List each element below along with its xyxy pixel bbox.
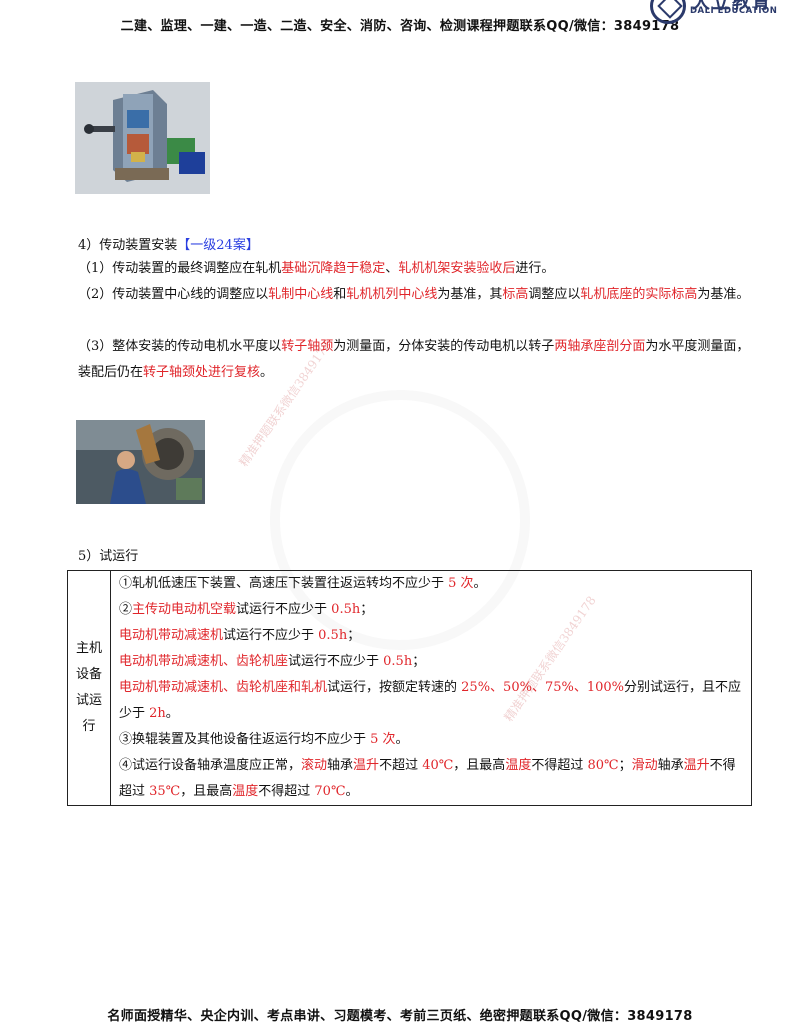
highlight-run: 两轴承座剖分面 [554, 339, 646, 354]
row-content-cell: ①轧机低速压下装置、高速压下装置往返运转均不应少于 5 次。 ②主传动电动机空载… [110, 570, 752, 806]
highlight-run: 轧制中心线 [268, 287, 334, 302]
section4-paragraph-1: （1）传动装置的最终调整应在轧机基础沉降趋于稳定、轧机机架安装验收后进行。 [78, 256, 758, 282]
highlight-run: 温升 [683, 758, 710, 773]
mill-cutaway-image [75, 82, 210, 194]
highlight-run: 5 次 [448, 576, 474, 591]
text-run: 试运行不应少于 [288, 654, 384, 669]
requirement-line-4: 电动机带动减速机、齿轮机座试运行不应少于 0.5h； [119, 649, 745, 675]
text-run: 不得超过 [531, 758, 588, 773]
highlight-run: 25%、50%、75%、100% [461, 680, 625, 695]
section4-title: 4）传动装置安装 [78, 238, 178, 253]
highlight-run: 40℃ [422, 758, 454, 773]
text-run: 分别试运行，且不应少于 [119, 680, 742, 721]
text-run: 为水平度测量面，装配后仍在 [78, 339, 750, 380]
highlight-run: 0.5h [383, 654, 413, 669]
section4-paragraph-3: （3）整体安装的传动电机水平度以转子轴颈为测量面，分体安装的传动电机以转子两轴承… [78, 334, 758, 386]
highlight-run: 温度 [505, 758, 532, 773]
highlight-run: 5 次 [370, 732, 396, 747]
highlight-run: 转子轴颈 [281, 339, 334, 354]
text-run: ； [618, 758, 632, 773]
highlight-run: 滑动 [631, 758, 658, 773]
text-run: 进行。 [515, 261, 555, 276]
text-run: ，且最高 [180, 784, 233, 799]
text-run: 轴承 [327, 758, 354, 773]
highlight-run: 电动机带动减速机、齿轮机座和轧机 [119, 680, 328, 695]
text-run: 不得超过 [119, 758, 736, 799]
dali-logo-icon [650, 0, 686, 24]
requirement-line-3: 电动机带动减速机试运行不应少于 0.5h； [119, 623, 745, 649]
text-run: ①轧机低速压下装置、高速压下装置往返运转均不应少于 [119, 576, 449, 591]
brand-logo: 大立教育 DALI EDUCATION [650, 0, 800, 24]
highlight-run: 80℃ [587, 758, 619, 773]
section4-paragraph-2: （2）传动装置中心线的调整应以轧制中心线和轧机机列中心线为基准，其标高调整应以轧… [78, 282, 758, 308]
text-run: 试运行不应少于 [223, 628, 319, 643]
section4-heading: 4）传动装置安装【一级24案】 [78, 234, 259, 253]
highlight-run: 轧机底座的实际标高 [580, 287, 698, 302]
highlight-run: 轧机机架安装验收后 [398, 261, 516, 276]
highlight-run: 轧机机列中心线 [346, 287, 438, 302]
trial-run-table: 主机设备试运行 ①轧机低速压下装置、高速压下装置往返运转均不应少于 5 次。 ②… [67, 570, 752, 806]
text-run: 调整应以 [528, 287, 581, 302]
text-run: ； [412, 654, 426, 669]
requirement-line-6: ③换辊装置及其他设备往返运行均不应少于 5 次。 [119, 727, 745, 753]
section5-title: 5）试运行 [78, 549, 139, 564]
text-run: 。 [395, 732, 409, 747]
text-run: 。 [473, 576, 487, 591]
footer-text: 名师面授精华、央企内训、考点串讲、习题模考、考前三页纸、绝密押题联系QQ/微信：… [107, 1009, 693, 1024]
requirement-line-2: ②主传动电动机空载试运行不应少于 0.5h； [119, 597, 745, 623]
text-run: （2）传动装置中心线的调整应以 [78, 287, 269, 302]
requirement-line-1: ①轧机低速压下装置、高速压下装置往返运转均不应少于 5 次。 [119, 571, 745, 597]
text-run: ，且最高 [453, 758, 506, 773]
text-run: 试运行不应少于 [236, 602, 332, 617]
highlight-run: 电动机带动减速机 [119, 628, 224, 643]
highlight-run: 基础沉降趋于稳定 [281, 261, 386, 276]
highlight-run: 标高 [502, 287, 529, 302]
page-header: 二建、监理、一建、一造、二造、安全、消防、咨询、检测课程押题联系QQ/微信：38… [0, 15, 800, 34]
worker-installation-photo [76, 420, 205, 504]
text-run: ； [347, 628, 361, 643]
table-row: 主机设备试运行 ①轧机低速压下装置、高速压下装置往返运转均不应少于 5 次。 ②… [67, 570, 752, 806]
page-footer: 名师面授精华、央企内训、考点串讲、习题模考、考前三页纸、绝密押题联系QQ/微信：… [0, 1005, 800, 1024]
text-run: 、 [385, 261, 399, 276]
text-run: ③换辊装置及其他设备往返运行均不应少于 [119, 732, 371, 747]
logo-cn-text: 大立教育 [692, 0, 772, 13]
header-text: 二建、监理、一建、一造、二造、安全、消防、咨询、检测课程押题联系QQ/微信：38… [120, 19, 680, 34]
text-run: ② [119, 602, 133, 617]
highlight-run: 70℃ [314, 784, 346, 799]
highlight-run: 转子轴颈处进行复核 [143, 365, 261, 380]
text-run: 为基准，其 [437, 287, 503, 302]
text-run: （1）传动装置的最终调整应在轧机 [78, 261, 282, 276]
text-run: 轴承 [657, 758, 684, 773]
text-run: 和 [333, 287, 347, 302]
text-run: ④试运行设备轴承温度应正常， [119, 758, 302, 773]
highlight-run: 电动机带动减速机、齿轮机座 [119, 654, 289, 669]
text-run: 不得超过 [258, 784, 315, 799]
text-run: 。 [345, 784, 359, 799]
row-label: 主机设备试运行 [75, 641, 102, 734]
section5-heading: 5）试运行 [78, 545, 138, 564]
exam-tag: 【一级24案】 [177, 238, 259, 253]
highlight-run: 温升 [353, 758, 380, 773]
text-run: 试运行，按额定转速的 [327, 680, 462, 695]
text-run: （3）整体安装的传动电机水平度以 [78, 339, 282, 354]
requirement-line-7: ④试运行设备轴承温度应正常，滚动轴承温升不超过 40℃，且最高温度不得超过 80… [119, 753, 745, 805]
text-run: 不超过 [379, 758, 423, 773]
highlight-run: 2h [149, 706, 166, 721]
text-run: 为测量面，分体安装的传动电机以转子 [333, 339, 555, 354]
text-run: 。 [165, 706, 179, 721]
highlight-run: 温度 [232, 784, 259, 799]
highlight-run: 35℃ [149, 784, 181, 799]
logo-en-text: DALI EDUCATION [690, 6, 778, 16]
text-run: 。 [260, 365, 274, 380]
highlight-run: 滚动 [301, 758, 328, 773]
row-label-cell: 主机设备试运行 [67, 570, 111, 806]
highlight-run: 0.5h [331, 602, 361, 617]
requirement-line-5: 电动机带动减速机、齿轮机座和轧机试运行，按额定转速的 25%、50%、75%、1… [119, 675, 745, 727]
highlight-run: 0.5h [318, 628, 348, 643]
text-run: ； [360, 602, 374, 617]
highlight-run: 主传动电动机空载 [132, 602, 237, 617]
text-run: 为基准。 [697, 287, 750, 302]
